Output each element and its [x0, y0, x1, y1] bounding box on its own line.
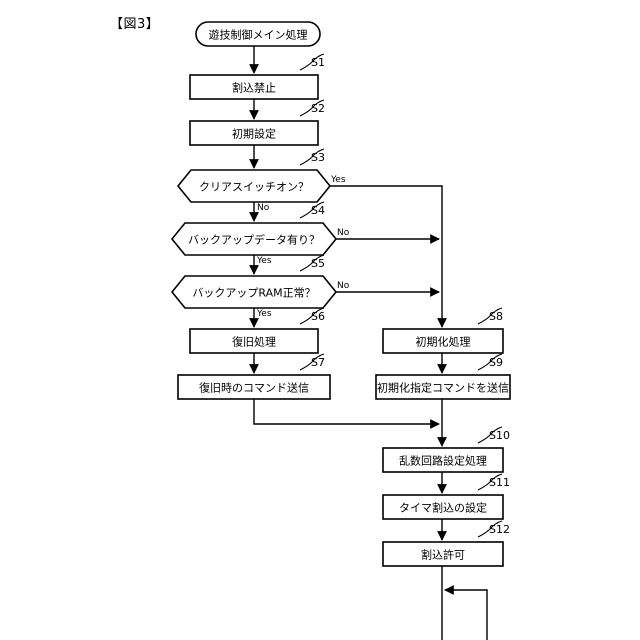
- tag-leader-s7: [299, 353, 325, 371]
- node-s6-label: 復旧処理: [232, 335, 276, 349]
- step-tag-s2: S2: [311, 102, 325, 115]
- edge-loopback: [444, 585, 488, 640]
- edge-label-s5-yes: Yes: [257, 309, 272, 319]
- step-tag-s4: S4: [311, 204, 325, 217]
- node-s12-label: 割込許可: [421, 548, 465, 562]
- node-s11: [382, 494, 504, 520]
- node-s5-label: バックアップRAM正常？: [192, 286, 316, 300]
- node-s7-label: 復旧時のコマンド送信: [199, 381, 309, 395]
- tag-leader-s3: [299, 148, 325, 166]
- tag-leader-s10: [477, 426, 503, 444]
- step-tag-s6: S6: [311, 310, 325, 323]
- step-tag-s12: S12: [489, 523, 510, 536]
- node-s11-label: タイマ割込の設定: [399, 501, 487, 515]
- node-s8-label: 初期化処理: [415, 335, 471, 349]
- edge-label-s4-no: No: [337, 228, 350, 238]
- node-start: [195, 21, 321, 47]
- node-s6: [189, 328, 319, 354]
- node-s10-label: 乱数回路設定処理: [399, 454, 487, 468]
- tag-leader-s9: [477, 353, 503, 371]
- figure-label: 【図3】: [110, 17, 160, 32]
- step-tag-s3: S3: [311, 151, 325, 164]
- edge-label-s3-no: No: [257, 203, 270, 213]
- node-s3-label: クリアスイッチオン？: [199, 180, 309, 194]
- node-s9: [375, 374, 511, 400]
- step-tag-s10: S10: [489, 429, 510, 442]
- step-tag-s5: S5: [311, 257, 325, 270]
- tag-leader-s11: [477, 473, 503, 491]
- node-s4-label: バックアップデータ有り？: [188, 233, 320, 247]
- tag-leader-s4: [299, 201, 325, 219]
- node-start-label: 遊技制御メイン処理: [208, 28, 308, 42]
- tag-leader-s5: [299, 254, 325, 272]
- step-tag-s1: S1: [311, 56, 325, 69]
- edge-label-s4-yes: Yes: [257, 256, 272, 266]
- edge-label-s5-no: No: [337, 281, 350, 291]
- node-s1: [189, 74, 319, 100]
- node-s7: [177, 374, 331, 400]
- node-s10: [382, 447, 504, 473]
- node-s2: [189, 120, 319, 146]
- edge-s7-merge: [253, 399, 440, 429]
- step-tag-s8: S8: [489, 310, 503, 323]
- tag-leader-s2: [299, 99, 325, 117]
- node-s8: [382, 328, 504, 354]
- edge-label-s3-yes: Yes: [331, 175, 346, 185]
- tag-leader-s1: [299, 53, 325, 71]
- step-tag-s7: S7: [311, 356, 325, 369]
- tag-leader-s12: [477, 520, 503, 538]
- node-s12: [382, 541, 504, 567]
- node-s1-label: 割込禁止: [232, 81, 276, 95]
- step-tag-s11: S11: [489, 476, 510, 489]
- node-s2-label: 初期設定: [232, 127, 276, 141]
- step-tag-s9: S9: [489, 356, 503, 369]
- tag-leader-s6: [299, 307, 325, 325]
- node-s9-label: 初期化指定コマンドを送信: [377, 381, 509, 395]
- edge-s3yes-rail: [330, 185, 447, 328]
- tag-leader-s8: [477, 307, 503, 325]
